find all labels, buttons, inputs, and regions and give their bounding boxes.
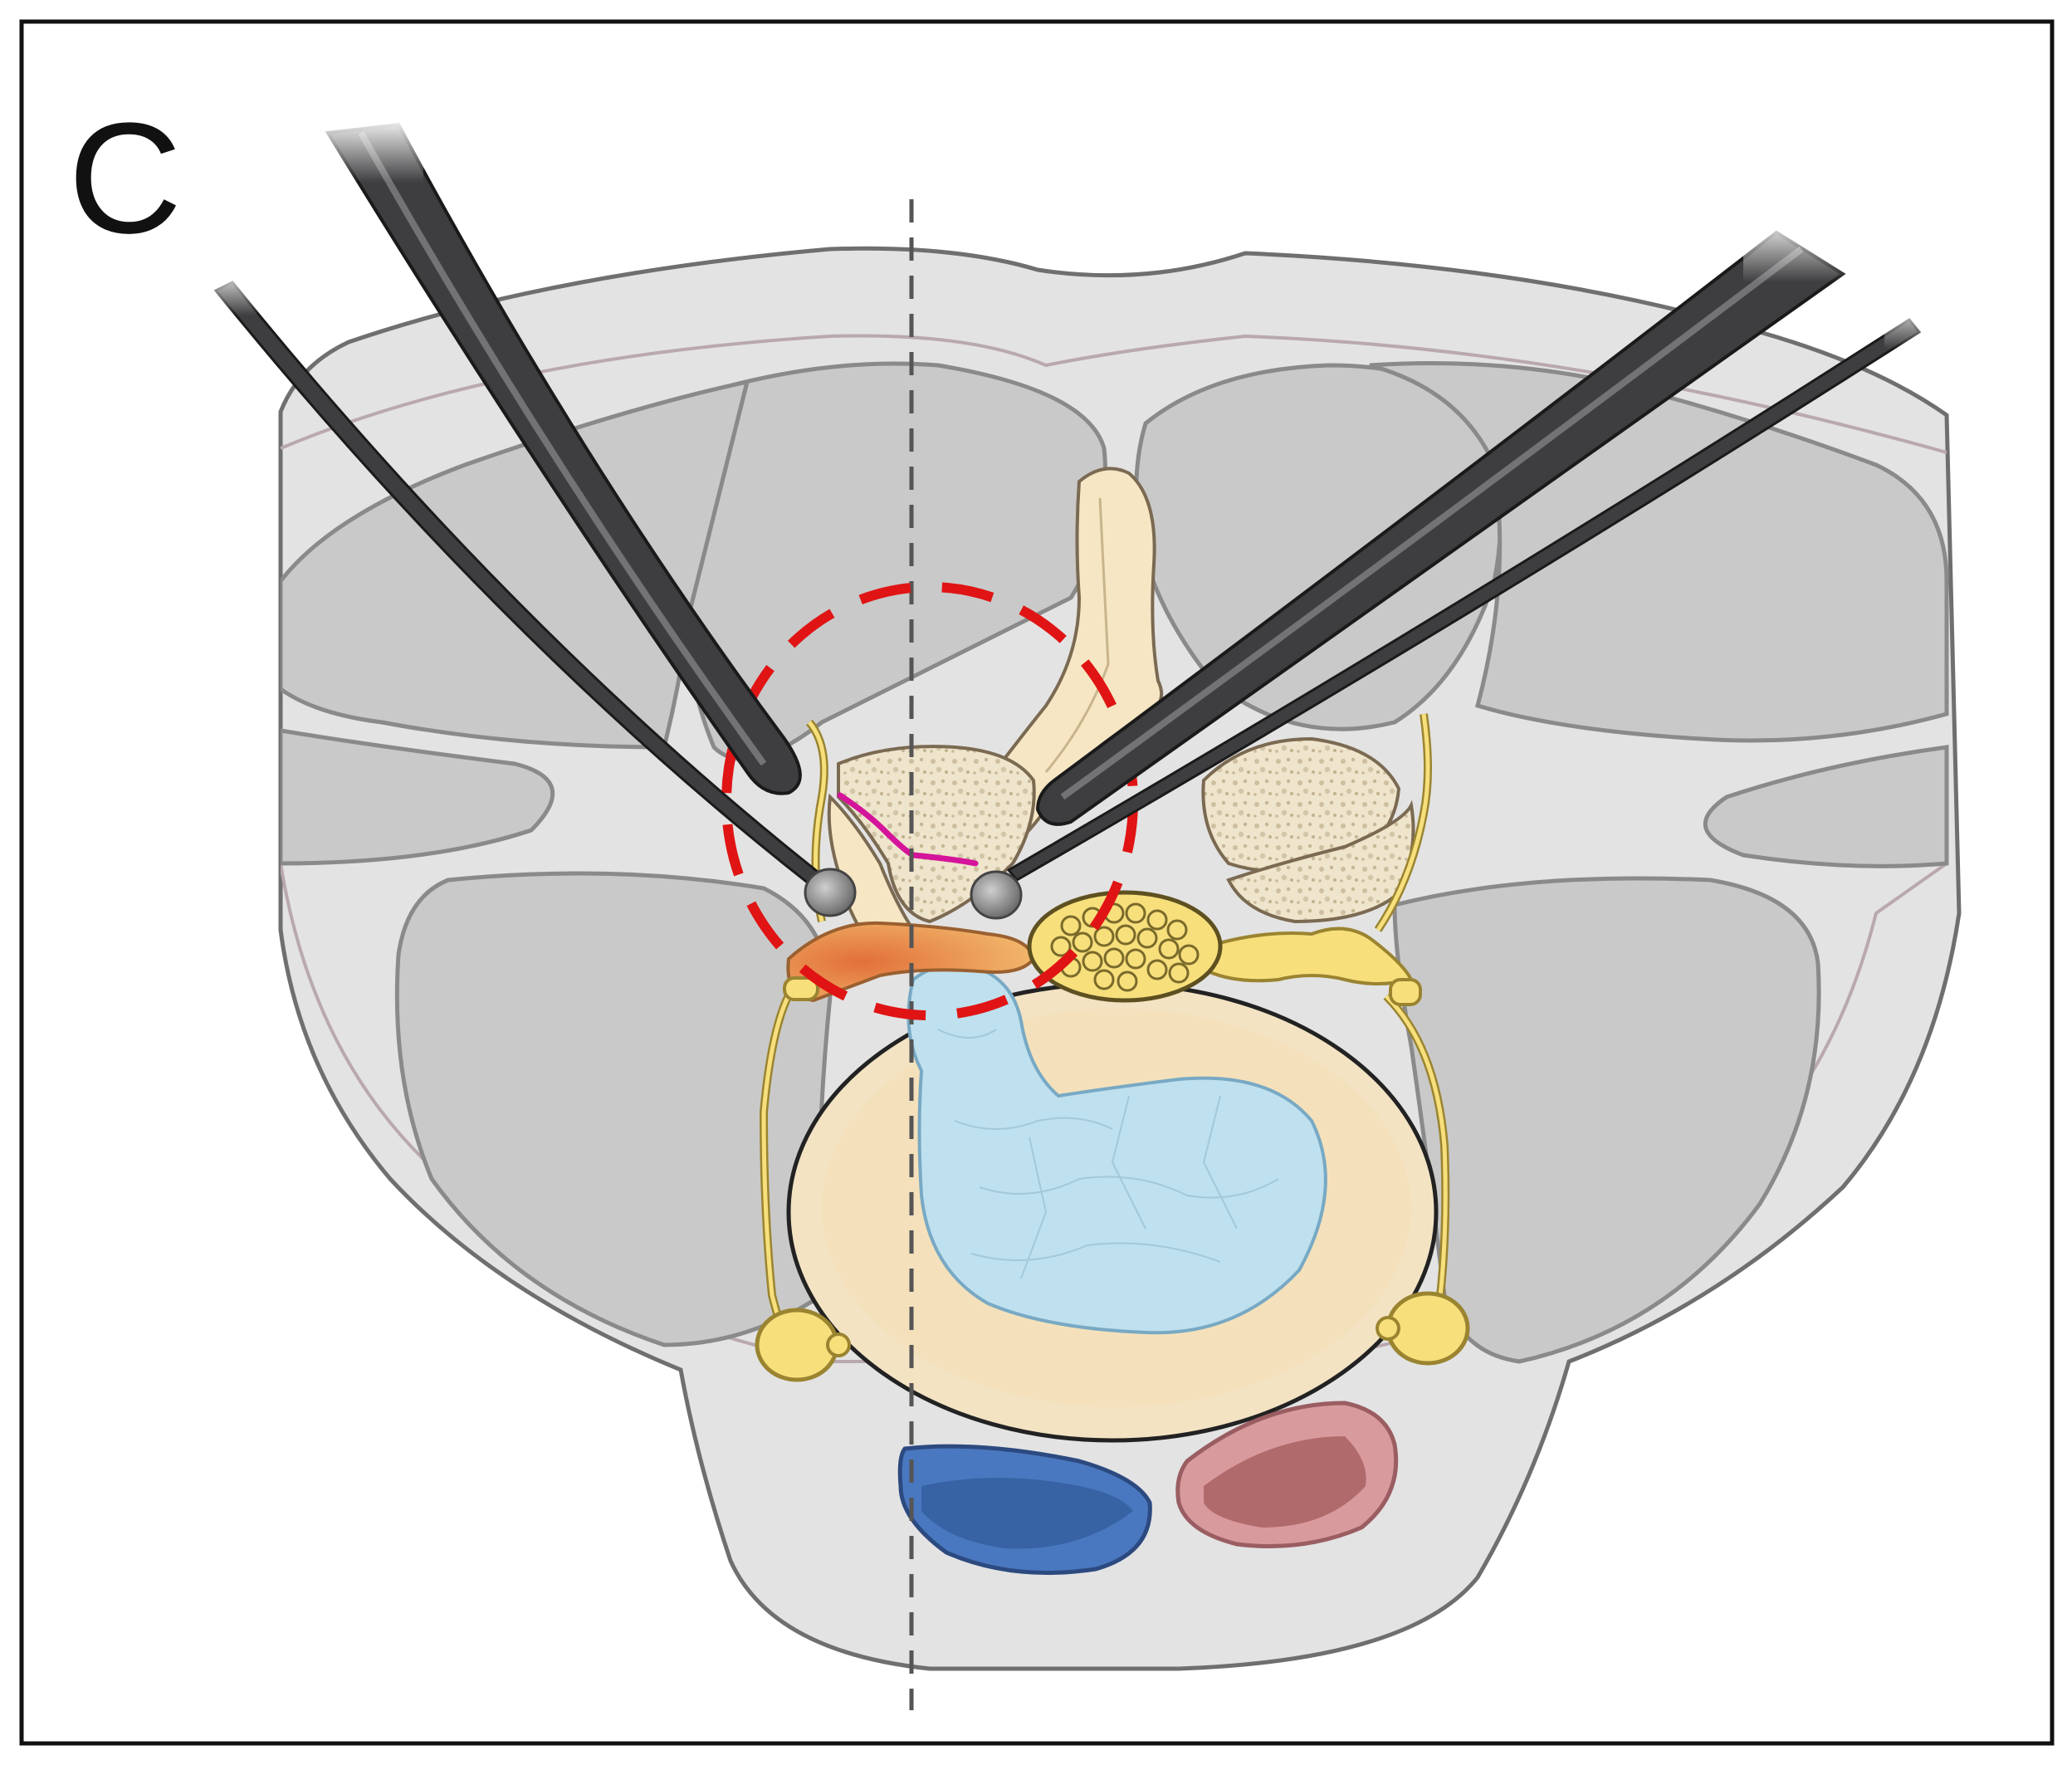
left-ganglion-node xyxy=(826,1332,851,1357)
ligamentum-flavum-mark xyxy=(837,792,979,867)
left-dorsal-root-ganglion xyxy=(755,1308,839,1382)
left-burr-tip xyxy=(804,868,857,917)
left-endoscope-highlight xyxy=(358,131,767,766)
right-nerve-root-stump xyxy=(1389,978,1422,1006)
posterior-elements xyxy=(827,467,1415,951)
fascia-line xyxy=(280,334,1947,454)
left-burr-fade xyxy=(199,266,257,315)
left-nerve-root-stump xyxy=(783,976,819,1001)
endoscope-icon xyxy=(325,122,802,795)
great-vessels xyxy=(897,1401,1399,1575)
right-dorsal-ramus-fill xyxy=(1376,713,1430,931)
spinous-process-inner-line xyxy=(1044,497,1110,773)
vena-cava-lumen xyxy=(921,1478,1133,1549)
burr-drill-icon xyxy=(1006,318,1922,882)
left-endoscope-fade xyxy=(315,116,423,183)
disc-texture xyxy=(937,1029,1279,1279)
right-exiting-nerve-fill xyxy=(1385,995,1448,1329)
left-longissimus-muscle xyxy=(281,379,750,750)
right-psoas-quadratus-muscle xyxy=(1392,876,1821,1364)
right-endoscope-highlight xyxy=(1060,246,1804,800)
surgical-instruments xyxy=(199,116,1942,920)
right-endoscope-fade xyxy=(1743,216,1859,282)
endoscope-icon xyxy=(1035,230,1846,826)
panel-label: C xyxy=(68,90,183,266)
herniated-disc xyxy=(906,961,1327,1335)
right-lateral-muscle xyxy=(1703,745,1949,868)
left-nerve-root-inflamed xyxy=(786,921,1036,1003)
left-lateral-muscle xyxy=(281,728,555,866)
right-burr xyxy=(970,299,1942,920)
right-burr-fade xyxy=(1884,299,1942,349)
neural-elements xyxy=(755,713,1470,1382)
cauda-equina-rootlets xyxy=(1050,902,1200,992)
aorta-lumen xyxy=(1204,1436,1366,1528)
right-ganglion-node xyxy=(1376,1316,1400,1341)
left-burr xyxy=(199,266,857,917)
right-burr-tip xyxy=(970,870,1023,920)
right-endoscope xyxy=(1035,216,1859,826)
left-endoscope xyxy=(315,116,802,795)
left-exiting-nerve-fill xyxy=(761,986,795,1347)
